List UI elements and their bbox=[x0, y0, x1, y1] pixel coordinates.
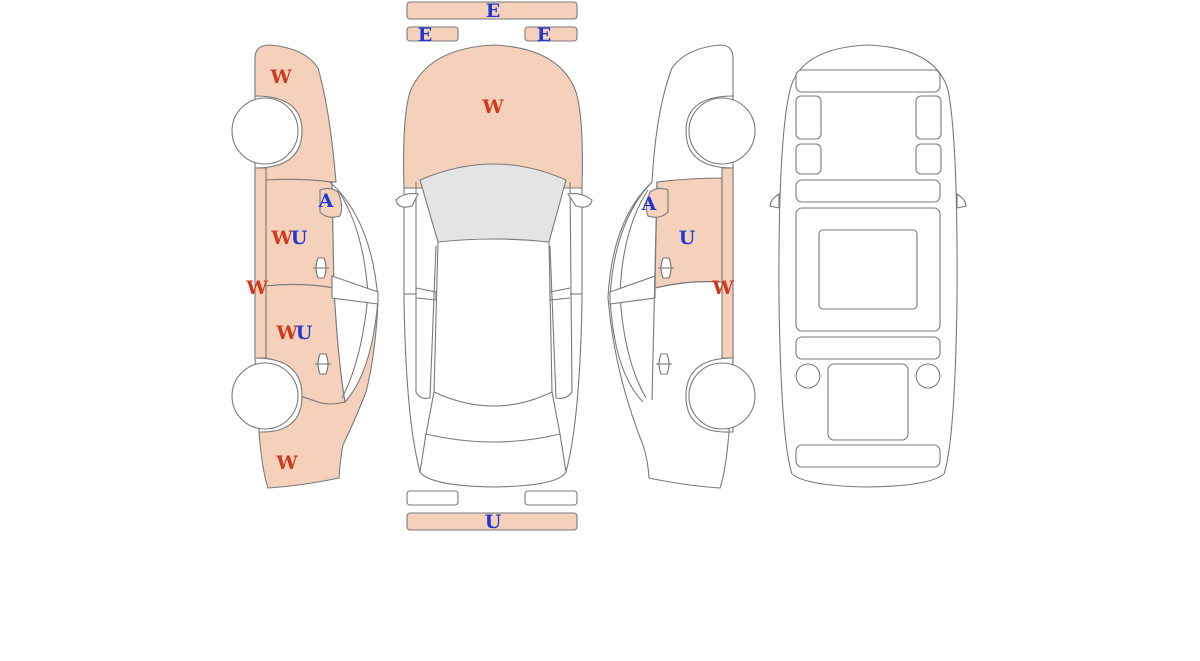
code-left-sill: W bbox=[245, 277, 268, 299]
interior-view bbox=[769, 44, 967, 488]
rear-window bbox=[425, 391, 561, 443]
code-rear-bumper: U bbox=[485, 511, 502, 533]
rear-left-corner-panel[interactable] bbox=[406, 490, 459, 506]
code-front-right-corner: E bbox=[537, 24, 551, 46]
right-mirror[interactable] bbox=[645, 187, 669, 218]
code-right-mirror: A bbox=[641, 193, 657, 215]
left-side-view bbox=[231, 44, 379, 489]
hood-panel[interactable] bbox=[403, 44, 583, 189]
trunk-floor-panel[interactable] bbox=[827, 363, 909, 441]
windshield bbox=[419, 163, 567, 243]
left-mirror[interactable] bbox=[319, 187, 343, 218]
dashboard-panel[interactable] bbox=[795, 69, 941, 93]
rear-bar-panel[interactable] bbox=[795, 336, 941, 360]
interior-left-tab bbox=[769, 192, 780, 209]
cabin-floor-inner bbox=[818, 229, 918, 310]
right-side-view bbox=[607, 44, 756, 489]
left-a-pillar bbox=[415, 182, 437, 399]
code-left-front-door-u: U bbox=[291, 227, 308, 249]
right-front-wheel bbox=[688, 97, 756, 165]
right-rear-edge bbox=[559, 433, 567, 473]
right-rear-door-outline bbox=[654, 281, 723, 289]
right-a-pillar bbox=[549, 181, 573, 399]
top-left-mirror bbox=[395, 193, 419, 208]
right-b-pillar bbox=[549, 287, 571, 301]
code-hood: W bbox=[481, 96, 504, 118]
front-left-seat[interactable] bbox=[795, 95, 822, 140]
damage-codes: E E E W U W A W U W W U W A U W bbox=[245, 0, 734, 533]
right-rear-wheel bbox=[688, 362, 756, 430]
right-door-front-edge bbox=[651, 181, 658, 401]
left-pillar-b bbox=[331, 275, 379, 305]
roof-outline bbox=[433, 241, 553, 407]
front-left-corner-panel[interactable] bbox=[406, 26, 459, 42]
left-rear-wheel bbox=[231, 362, 299, 430]
code-left-front-door-w: W bbox=[270, 227, 293, 249]
right-sill-panel[interactable] bbox=[721, 167, 734, 359]
right-front-door-handle bbox=[658, 257, 674, 279]
code-right-front-door: U bbox=[679, 227, 696, 249]
code-left-rear-door-u: U bbox=[296, 322, 313, 344]
left-front-wheel bbox=[231, 97, 299, 165]
code-left-rear-quarter: W bbox=[275, 452, 298, 474]
middle-bar-panel[interactable] bbox=[795, 179, 941, 203]
code-right-sill: W bbox=[711, 277, 734, 299]
code-front-bumper: E bbox=[486, 0, 500, 22]
tail-bar-panel[interactable] bbox=[795, 444, 941, 468]
rear-bumper-panel[interactable] bbox=[406, 512, 578, 531]
front-right-small-panel[interactable] bbox=[915, 143, 942, 175]
front-right-seat[interactable] bbox=[915, 95, 942, 140]
front-right-corner-panel[interactable] bbox=[524, 26, 578, 42]
code-front-left-corner: E bbox=[418, 24, 432, 46]
rear-right-round[interactable] bbox=[915, 363, 941, 389]
car-body-outline bbox=[403, 187, 583, 488]
top-view bbox=[395, 1, 593, 531]
code-left-mirror: A bbox=[318, 190, 334, 212]
left-sill-panel[interactable] bbox=[254, 167, 267, 359]
rear-left-round[interactable] bbox=[795, 363, 821, 389]
rear-right-corner-panel[interactable] bbox=[524, 490, 578, 506]
left-b-pillar bbox=[415, 287, 437, 301]
front-left-small-panel[interactable] bbox=[795, 143, 822, 175]
left-rear-door-handle bbox=[315, 353, 331, 375]
left-front-door-handle bbox=[313, 257, 329, 279]
interior-right-tab bbox=[956, 192, 967, 209]
top-right-mirror bbox=[567, 193, 593, 208]
code-left-rear-door-w: W bbox=[275, 322, 298, 344]
code-left-front-fender: W bbox=[269, 66, 292, 88]
front-bumper-panel[interactable] bbox=[406, 1, 578, 20]
right-rear-door-handle bbox=[656, 353, 672, 375]
left-rear-edge bbox=[419, 433, 427, 473]
